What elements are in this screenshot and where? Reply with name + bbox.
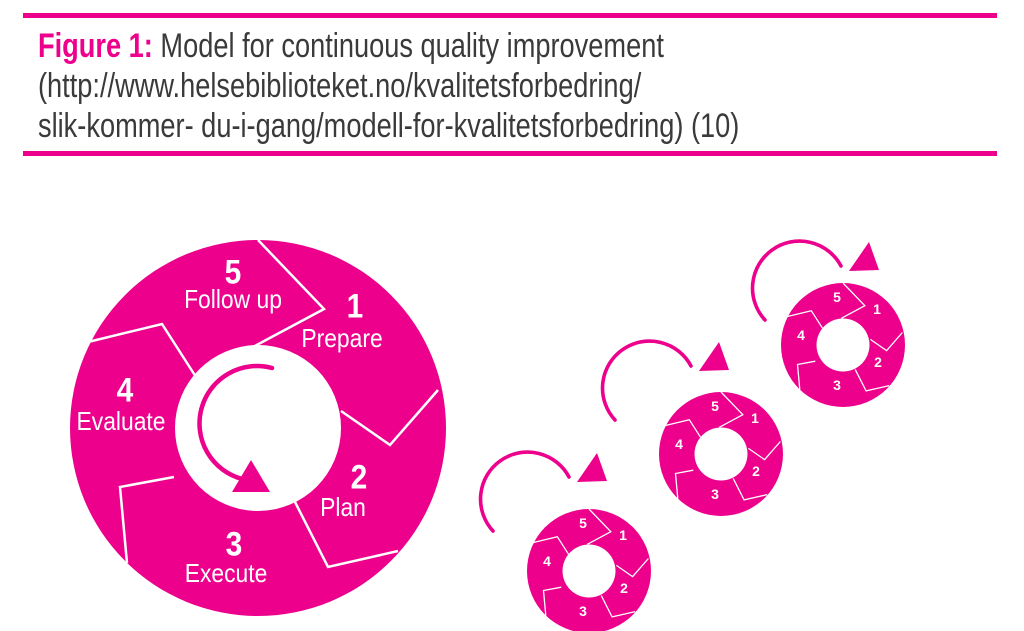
mini-number-5: 5 xyxy=(833,289,841,305)
caption-line-1: Figure 1: Model for continuous quality i… xyxy=(38,26,998,66)
figure-title: Model for continuous quality improvement xyxy=(160,27,664,65)
step-label-prepare: Prepare xyxy=(301,325,382,354)
mini-number-2: 2 xyxy=(874,354,882,370)
step-number-1: 1 xyxy=(347,287,364,325)
main-cycle: 5 Follow up 1 Prepare 4 Evaluate 2 Plan … xyxy=(70,239,446,616)
figure-caption: Figure 1: Model for continuous quality i… xyxy=(38,26,998,146)
mini-number-2: 2 xyxy=(752,463,760,479)
mini-number-1: 1 xyxy=(751,410,759,426)
mini-number-3: 3 xyxy=(711,486,719,502)
mini-number-3: 3 xyxy=(833,377,841,393)
main-cycle-hole xyxy=(175,345,341,511)
mini-number-2: 2 xyxy=(620,580,628,596)
step-number-3: 3 xyxy=(226,525,243,563)
mini-number-4: 4 xyxy=(797,327,805,343)
mini-number-1: 1 xyxy=(619,527,627,543)
mini-cycle-1: 5 1 2 3 4 xyxy=(526,508,652,631)
step-label-plan: Plan xyxy=(320,494,366,523)
caption-line-2: (http://www.helsebiblioteket.no/kvalitet… xyxy=(38,67,642,105)
caption-line-3: slik-kommer- du-i-gang/modell-for-kvalit… xyxy=(38,107,740,145)
mini-number-4: 4 xyxy=(543,553,551,569)
step-number-5: 5 xyxy=(225,253,242,291)
step-label-execute: Execute xyxy=(185,560,268,589)
rotation-arrow-icon xyxy=(197,363,275,492)
segment-dividers xyxy=(87,239,439,569)
cycle-diagram: 5 Follow up 1 Prepare 4 Evaluate 2 Plan … xyxy=(70,239,906,631)
step-number-2: 2 xyxy=(351,458,368,496)
mini-number-5: 5 xyxy=(579,515,587,531)
mini-number-1: 1 xyxy=(873,301,881,317)
mini-number-5: 5 xyxy=(711,398,719,414)
step-label-evaluate: Evaluate xyxy=(77,408,166,437)
bottom-rule xyxy=(23,151,997,156)
mini-number-4: 4 xyxy=(675,436,683,452)
mini-cycle-3: 5 1 2 3 4 xyxy=(780,282,906,408)
step-label-follow-up: Follow up xyxy=(184,286,282,315)
top-rule xyxy=(23,13,997,18)
step-number-4: 4 xyxy=(117,371,134,409)
figure-number-label: Figure 1: xyxy=(38,27,153,65)
mini-number-3: 3 xyxy=(579,603,587,619)
mini-cycle-2: 5 1 2 3 4 xyxy=(658,391,784,517)
